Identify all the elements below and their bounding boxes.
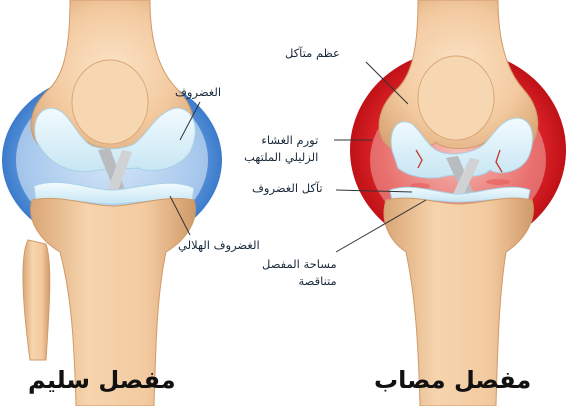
label-joint-space: مساحة المفصل متناقصة [262, 256, 337, 290]
label-synovial-swelling: تورم الغشاء الزليلي الملتهب [244, 132, 318, 166]
label-healthy-meniscus: الغضروف الهلالي [178, 237, 260, 254]
healthy-patella [72, 60, 148, 144]
label-joint-space-line1: مساحة المفصل [262, 256, 337, 273]
affected-joint [350, 0, 566, 406]
label-synovial-swelling-line1: تورم الغشاء [244, 132, 318, 149]
label-synovial-swelling-line2: الزليلي الملتهب [244, 149, 318, 166]
affected-patella [418, 56, 494, 140]
label-worn-bone: عظم متآكل [285, 45, 340, 62]
healthy-joint [2, 0, 222, 406]
label-healthy-cartilage: الغضروف [175, 84, 221, 101]
label-cartilage-erosion: تآكل الغضروف [252, 180, 323, 197]
caption-healthy-joint: مفصل سليم [28, 366, 176, 394]
caption-affected-joint: مفصل مصاب [374, 366, 531, 394]
label-joint-space-line2: متناقصة [262, 273, 337, 290]
